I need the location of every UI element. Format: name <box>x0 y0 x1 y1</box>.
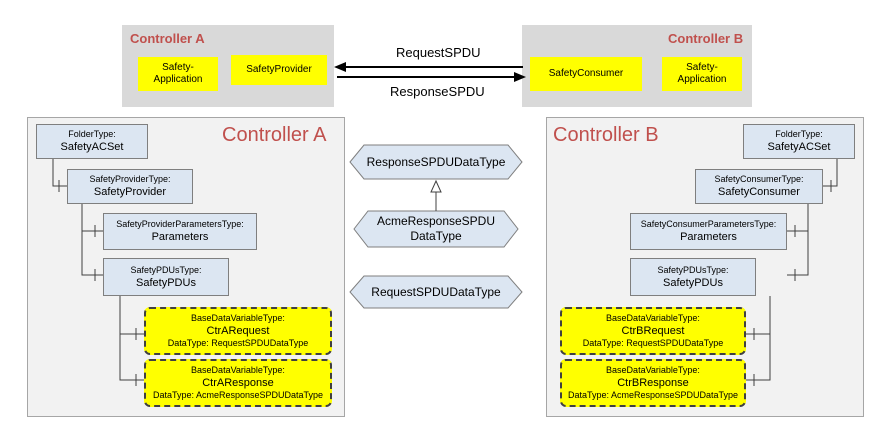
right-request-type: BaseDataVariableType: <box>606 313 700 323</box>
left-params-type: SafetyProviderParametersType: <box>116 219 244 229</box>
left-params-name: Parameters <box>151 231 209 243</box>
left-folder-node: FolderType: SafetyACSet <box>36 124 148 159</box>
left-request-type: BaseDataVariableType: <box>191 313 285 323</box>
left-controller-title: Controller A <box>222 124 327 146</box>
acme-datatype-hex-shape <box>353 210 519 248</box>
right-consumer-type: SafetyConsumerType: <box>714 174 804 184</box>
left-request-name: CtrARequest <box>206 325 270 337</box>
left-pdus-name: SafetyPDUs <box>136 276 196 289</box>
top-a-safety-provider: SafetyProvider <box>231 55 327 85</box>
top-b-safety-application: Safety- Application <box>662 57 742 91</box>
right-request-variable: BaseDataVariableType: CtrBRequest DataTy… <box>560 307 746 355</box>
right-folder-node: FolderType: SafetyACSet <box>743 124 855 159</box>
right-params-type: SafetyConsumerParametersType: <box>640 219 777 229</box>
right-params-node: SafetyConsumerParametersType: Parameters <box>630 213 787 250</box>
left-response-variable: BaseDataVariableType: CtrAResponse DataT… <box>144 359 332 407</box>
right-response-variable: BaseDataVariableType: CtrBResponse DataT… <box>560 359 746 407</box>
request-spdu-label: RequestSPDU <box>396 45 481 60</box>
left-request-variable: BaseDataVariableType: CtrARequest DataTy… <box>144 307 332 355</box>
left-pdus-node: SafetyPDUsType: SafetyPDUs <box>103 258 229 296</box>
right-pdus-name: SafetyPDUs <box>663 276 723 289</box>
right-request-name: CtrBRequest <box>621 325 685 337</box>
top-controller-a-title: Controller A <box>130 31 205 46</box>
response-datatype-hex-shape <box>349 144 523 180</box>
left-folder-name: SafetyACSet <box>60 141 124 153</box>
left-request-datatype: DataType: RequestSPDUDataType <box>167 338 309 348</box>
left-provider-type: SafetyProviderType: <box>89 174 171 184</box>
right-pdus-type: SafetyPDUsType: <box>657 264 729 275</box>
right-request-datatype: DataType: RequestSPDUDataType <box>582 338 724 348</box>
response-spdu-label: ResponseSPDU <box>390 84 485 99</box>
top-a-safety-application: Safety- Application <box>138 57 218 91</box>
left-response-type: BaseDataVariableType: <box>191 365 285 375</box>
right-response-datatype: DataType: AcmeResponseSPDUDataType <box>567 390 739 400</box>
left-params-node: SafetyProviderParametersType: Parameters <box>103 213 257 250</box>
right-folder-name: SafetyACSet <box>767 141 831 153</box>
left-pdus-type: SafetyPDUsType: <box>130 264 202 275</box>
right-params-name: Parameters <box>680 231 737 243</box>
response-datatype-label: ResponseSPDUDataType <box>366 154 506 169</box>
top-b-safety-consumer: SafetyConsumer <box>530 57 642 91</box>
right-response-type: BaseDataVariableType: <box>606 365 700 375</box>
request-datatype-label: RequestSPDUDataType <box>371 284 501 299</box>
right-consumer-node: SafetyConsumerType: SafetyConsumer <box>695 169 823 204</box>
left-provider-node: SafetyProviderType: SafetyProvider <box>67 169 193 204</box>
left-response-datatype: DataType: AcmeResponseSPDUDataType <box>152 390 324 400</box>
acme-datatype-label: AcmeResponseSPDU DataType <box>376 214 496 243</box>
left-provider-name: SafetyProvider <box>93 186 167 198</box>
left-response-name: CtrAResponse <box>202 377 274 389</box>
request-datatype-hex-shape <box>349 275 523 309</box>
top-controller-b-title: Controller B <box>668 31 744 46</box>
right-controller-title: Controller B <box>553 124 659 146</box>
left-folder-type: FolderType: <box>68 129 116 139</box>
right-pdus-node: SafetyPDUsType: SafetyPDUs <box>630 258 756 296</box>
right-response-name: CtrBResponse <box>617 377 689 389</box>
right-folder-type: FolderType: <box>775 129 823 139</box>
right-consumer-name: SafetyConsumer <box>718 186 800 198</box>
